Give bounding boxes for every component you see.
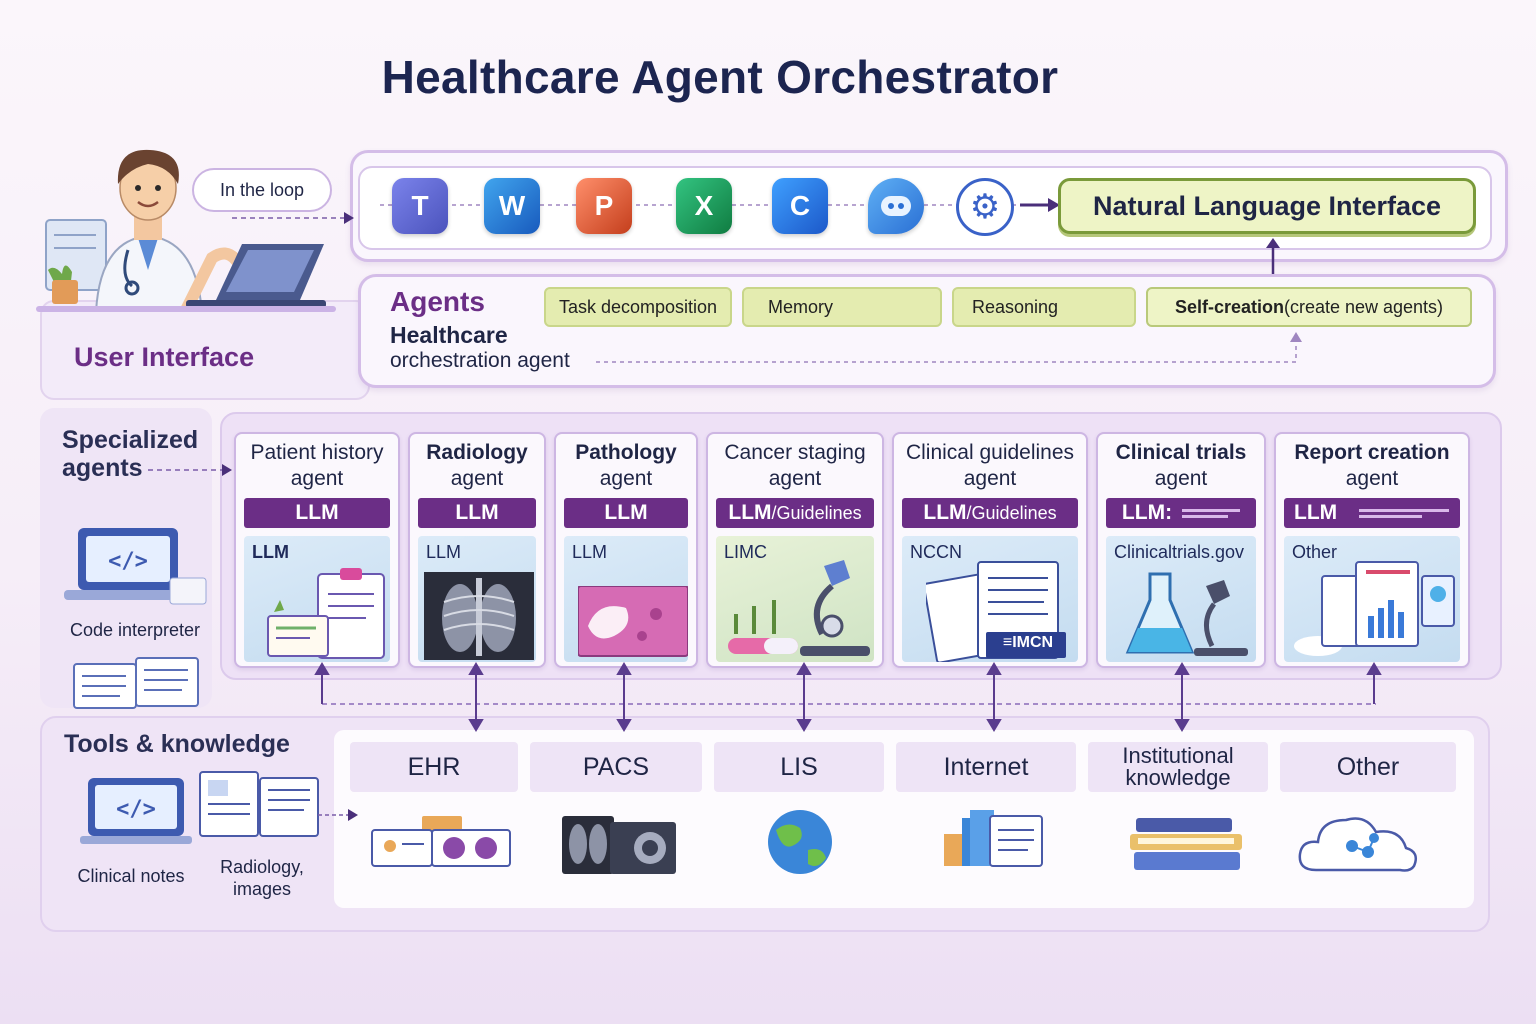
tool-ehr[interactable]: EHR <box>350 742 518 792</box>
tools-knowledge-label: Tools & knowledge <box>64 730 290 758</box>
globe-icon <box>768 810 832 874</box>
llm-bar: LLM <box>418 498 536 528</box>
cloud-icon <box>1298 817 1417 872</box>
svg-text:</>: </> <box>116 797 156 822</box>
orchestrator-label-line1: Healthcare <box>390 322 508 348</box>
code-interpreter-icon: </> <box>64 528 207 605</box>
documents-stack-icon <box>944 810 1043 867</box>
agent-media: Clinicaltrials.gov <box>1106 536 1256 662</box>
specialized-agents-label-line1: Specialized <box>62 426 199 454</box>
page-title: Healthcare Agent Orchestrator <box>381 51 1059 103</box>
capability-self-creation: Self-creation (create new agents) <box>1146 287 1472 327</box>
agent-media: LLM <box>564 536 688 662</box>
llm-bar: LLM/Guidelines <box>902 498 1078 528</box>
agent-media: Other <box>1284 536 1460 662</box>
svg-text:</>: </> <box>108 549 148 574</box>
in-the-loop-bubble: In the loop <box>192 168 332 212</box>
agent-media: LIMC <box>716 536 874 662</box>
capability-reasoning: Reasoning <box>952 287 1136 327</box>
pacs-xray-icon <box>562 816 676 874</box>
self-creation-dashed-arrow <box>596 332 1302 363</box>
clipboard-records-icon <box>267 568 385 659</box>
teams-icon[interactable]: T <box>392 178 448 234</box>
agent-media: LLM <box>244 536 390 662</box>
llm-bar: LLM/Guidelines <box>716 498 874 528</box>
agent-media: LLM <box>418 536 536 662</box>
copilot-icon[interactable]: C <box>772 178 828 234</box>
tool-pacs[interactable]: PACS <box>530 742 702 792</box>
documents-icon <box>73 657 199 709</box>
agent-media: NCCN ≡IMCN <box>902 536 1078 662</box>
chat-bot-icon[interactable] <box>868 178 924 234</box>
specialized-agents-label-line2: agents <box>62 454 143 482</box>
xray-image-icon <box>424 572 534 660</box>
llm-bar: LLM <box>564 498 688 528</box>
natural-language-interface-box[interactable]: Natural Language Interface <box>1058 178 1476 234</box>
tool-other[interactable]: Other <box>1280 742 1456 792</box>
doctor-avatar <box>36 149 336 312</box>
llm-bar: LLM <box>244 498 390 528</box>
tool-internet[interactable]: Internet <box>896 742 1076 792</box>
ehr-records-icon <box>371 816 511 867</box>
nccn-book-label: ≡IMCN <box>1002 634 1054 651</box>
user-interface-label: User Interface <box>74 342 255 372</box>
powerpoint-icon[interactable]: P <box>576 178 632 234</box>
guidelines-book-icon <box>926 561 1066 662</box>
llm-bar: LLM: <box>1106 498 1256 528</box>
capability-memory: Memory <box>742 287 942 327</box>
settings-gear-icon[interactable]: ⚙ <box>956 178 1014 236</box>
agents-tools-connectors <box>314 662 1382 732</box>
clinical-notes-laptop-icon: </> <box>80 778 192 844</box>
books-icon <box>1130 818 1242 870</box>
report-charts-icon <box>1294 561 1455 656</box>
in-the-loop-label: In the loop <box>219 179 305 200</box>
clinical-notes-label: Clinical notes <box>77 866 185 886</box>
radiology-images-label: Radiology,images <box>220 857 304 899</box>
capability-task-decomposition: Task decomposition <box>544 287 732 327</box>
agents-heading: Agents <box>390 286 485 317</box>
microscope-icon <box>728 560 870 656</box>
orchestrator-label-line2: orchestration agent <box>390 349 570 372</box>
radiology-records-icon <box>199 771 319 837</box>
code-interpreter-label: Code interpreter <box>69 620 201 640</box>
word-icon[interactable]: W <box>484 178 540 234</box>
in-the-loop-arrow <box>232 212 354 224</box>
llm-bar: LLM <box>1284 498 1460 528</box>
tools-arrow <box>318 809 358 821</box>
lab-flask-icon <box>1125 572 1248 656</box>
specialized-agents-arrow <box>148 464 232 476</box>
pathology-slide-icon <box>578 586 688 657</box>
tool-lis[interactable]: LIS <box>714 742 884 792</box>
excel-icon[interactable]: X <box>676 178 732 234</box>
